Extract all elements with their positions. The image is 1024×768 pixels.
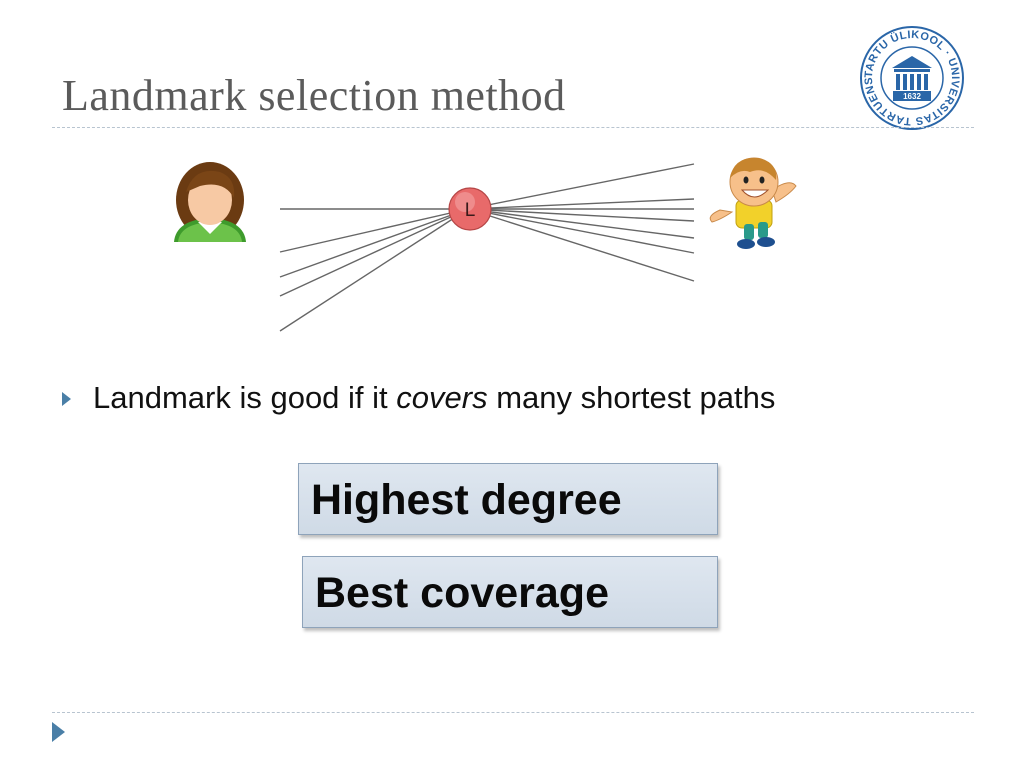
method-box-best-coverage: Best coverage xyxy=(302,556,718,628)
landmark-label: L xyxy=(465,200,476,221)
boy-cartoon-icon xyxy=(709,157,797,249)
bullet-text-suffix: many shortest paths xyxy=(487,380,776,415)
slide-title: Landmark selection method xyxy=(62,71,566,120)
title-divider xyxy=(52,127,974,128)
woman-avatar-icon xyxy=(174,162,246,242)
method-box-highest-degree: Highest degree xyxy=(298,463,718,535)
next-slide-arrow-icon[interactable] xyxy=(52,722,65,742)
university-building-icon xyxy=(892,56,932,101)
bullet-arrow-icon xyxy=(62,392,71,406)
bullet-text: Landmark is good if it covers many short… xyxy=(93,380,775,416)
bullet-text-prefix: Landmark is good if it xyxy=(93,380,397,415)
bullet-point: Landmark is good if it covers many short… xyxy=(62,380,775,416)
outgoing-paths xyxy=(467,163,695,282)
landmark-diagram: L xyxy=(174,157,797,332)
landmark-node: L xyxy=(448,187,492,231)
incoming-paths xyxy=(279,208,469,332)
bullet-text-emphasis: covers xyxy=(396,380,488,415)
footer-divider xyxy=(52,712,974,713)
logo-year: 1632 xyxy=(903,92,921,101)
university-logo: TARTU ÜLIKOOL · UNIVERSITAS TARTUENSIS 1… xyxy=(858,24,964,130)
